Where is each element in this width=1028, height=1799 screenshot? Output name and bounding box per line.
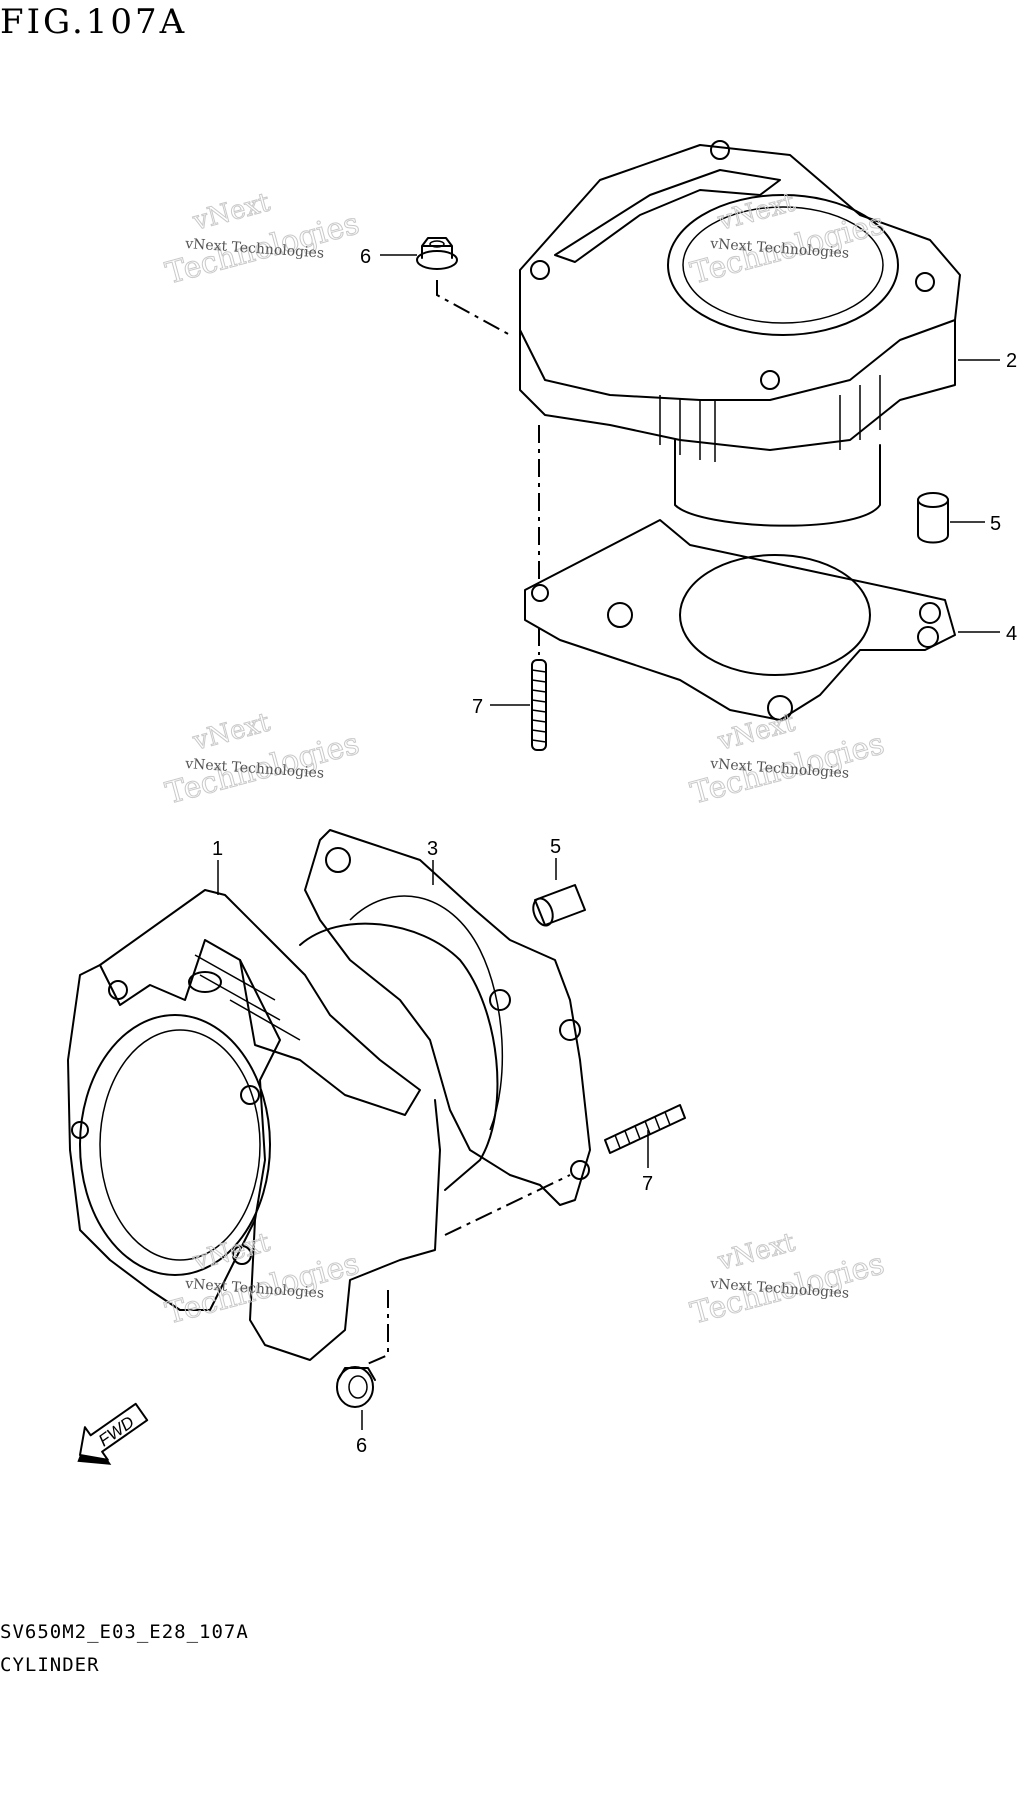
callout-part-7-bottom: 7	[642, 1173, 653, 1195]
fwd-arrow: FWD	[77, 1402, 149, 1465]
gasket-hole	[917, 626, 939, 648]
gasket-hole	[767, 695, 793, 721]
top-bolt-hole	[530, 260, 550, 280]
gasket-bore	[679, 554, 871, 676]
gasket-hole	[325, 847, 351, 873]
bottom-dowel-pin	[532, 884, 586, 927]
cylinder-front-flange	[67, 939, 281, 1311]
cylinder-body-top	[99, 889, 421, 1116]
watermark-mid-left: vNext Technologies	[162, 707, 364, 812]
watermark-bottom-left: vNext Technologies	[162, 1227, 364, 1332]
bottom-base-gasket	[304, 829, 591, 1206]
callout-part-7-top: 7	[472, 696, 483, 718]
front-flange-bolt-hole	[108, 980, 128, 1000]
callout-part-4: 4	[1006, 623, 1017, 645]
gasket-hole	[570, 1160, 590, 1180]
figure-title: FIG.107A	[0, 2, 188, 42]
gasket-hole	[531, 584, 549, 602]
gasket-bore	[349, 895, 504, 1131]
cylinder-bore-inner	[682, 206, 884, 324]
top-cylinder-assembly	[519, 140, 961, 527]
top-flange-nut	[416, 237, 458, 270]
callout-part-6-bottom: 6	[356, 1435, 367, 1457]
cylinder-body-bottom	[249, 1099, 441, 1361]
cylinder-front-bore-inner	[99, 1029, 261, 1261]
gasket-outline	[304, 829, 591, 1206]
top-bolt-hole	[760, 370, 780, 390]
cam-chain-channel	[554, 169, 781, 263]
bottom-alignment-line-nut	[364, 1290, 389, 1366]
watermark-top-left: vNext Technologies	[162, 187, 364, 292]
callout-part-2: 2	[1006, 350, 1017, 372]
front-flange-bolt-hole	[232, 1245, 252, 1265]
callout-part-5-top: 5	[990, 513, 1001, 535]
callout-part-3: 3	[427, 838, 438, 860]
top-bolt-hole	[915, 272, 935, 292]
figure-name: CYLINDER	[0, 1654, 100, 1676]
cylinder-body	[519, 319, 956, 451]
top-dowel-pin	[917, 492, 949, 544]
svg-text:vNext: vNext	[189, 1227, 274, 1277]
callout-part-5-bottom: 5	[550, 836, 561, 858]
top-stud-bolt	[531, 659, 547, 751]
top-alignment-line-nut	[436, 280, 511, 336]
cylinder-base-skirt	[674, 439, 881, 527]
fwd-arrow-shadow	[77, 1455, 112, 1465]
front-flange-bolt-hole	[240, 1085, 260, 1105]
cam-chain-slots	[194, 954, 301, 1041]
top-bolt-hole	[710, 140, 730, 160]
top-base-gasket	[524, 519, 956, 721]
gasket-hole	[607, 602, 633, 628]
cylinder-top-plate	[519, 144, 961, 401]
cylinder-front-bore	[79, 1014, 271, 1276]
gasket-hole	[489, 989, 511, 1011]
front-flange-bolt-hole	[71, 1121, 89, 1139]
svg-text:vNext: vNext	[189, 187, 274, 237]
gasket-hole	[559, 1019, 581, 1041]
gasket-outline	[524, 519, 956, 721]
cylinder-skirt	[299, 922, 499, 1191]
cylinder-bore	[667, 194, 899, 336]
fwd-arrow-shape	[79, 1402, 149, 1461]
bottom-flange-nut	[336, 1366, 376, 1408]
bottom-cylinder-assembly	[67, 889, 499, 1361]
bottom-stud-bolt	[604, 1104, 686, 1154]
cooling-fins	[659, 375, 881, 462]
svg-text:vNext: vNext	[189, 707, 274, 757]
watermark-bottom-right: vNext Technologies	[687, 1227, 889, 1332]
watermark-mid-right: vNext Technologies	[687, 707, 889, 812]
model-code: SV650M2_E03_E28_107A	[0, 1621, 249, 1643]
svg-text:vNext: vNext	[714, 1227, 799, 1277]
watermark-top-right: vNext Technologies	[687, 187, 889, 292]
cylinder-top-nut	[188, 971, 222, 993]
bottom-alignment-line-stud	[444, 1174, 571, 1236]
callout-part-6-top: 6	[360, 246, 371, 268]
gasket-hole	[919, 602, 941, 624]
callout-part-1: 1	[212, 838, 223, 860]
